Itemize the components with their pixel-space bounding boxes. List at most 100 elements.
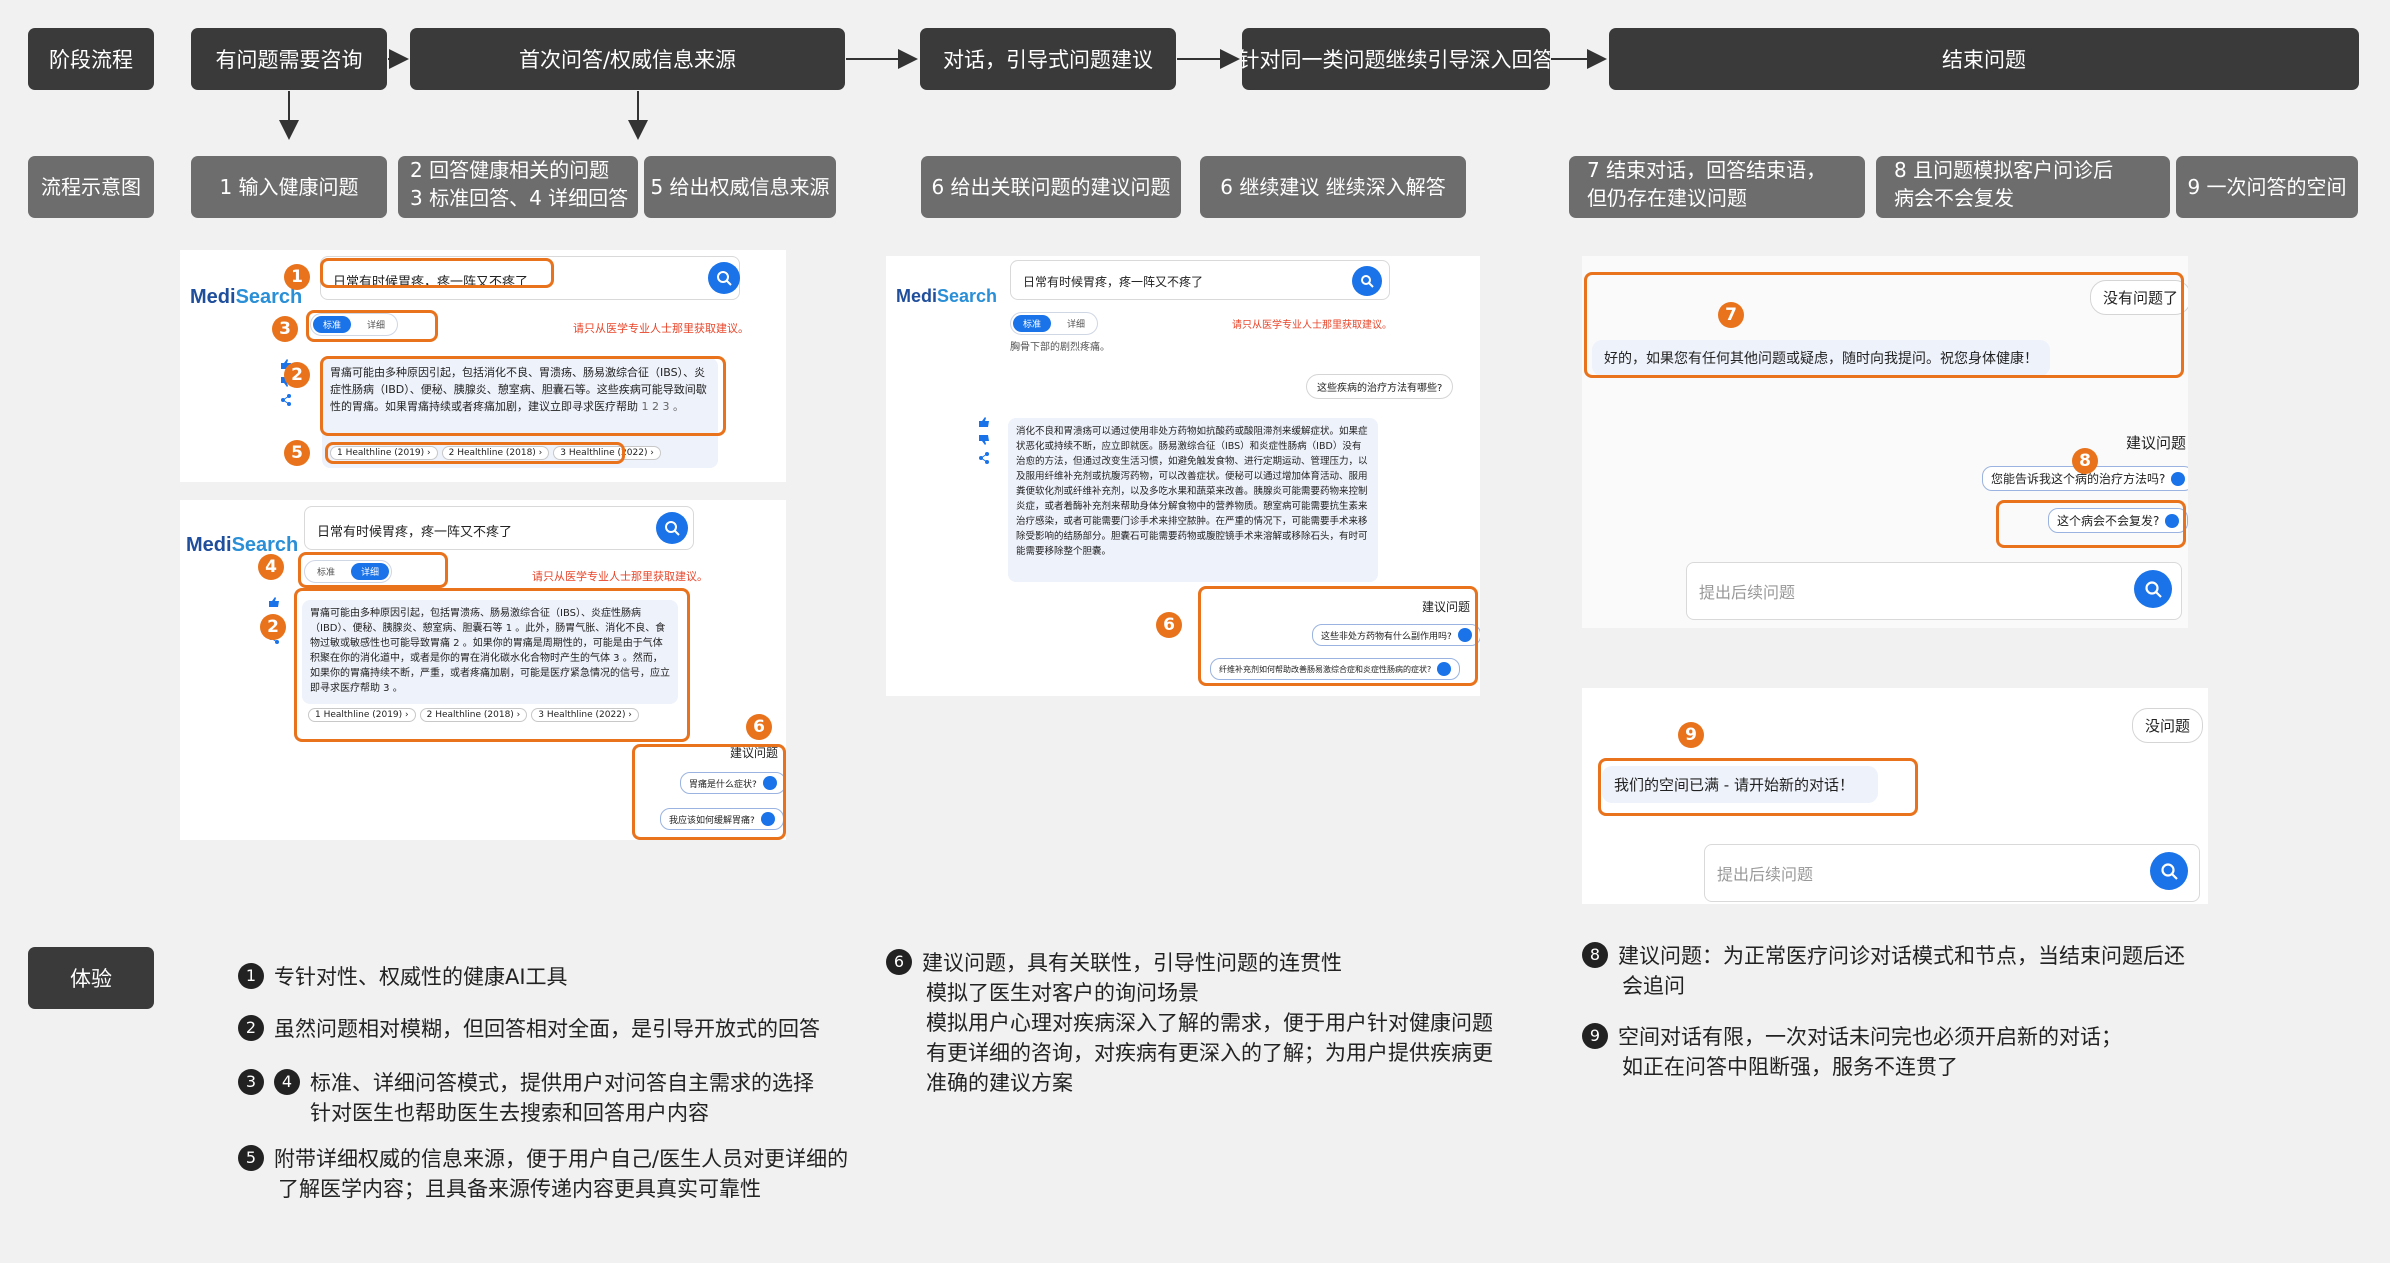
stage-deepen: 针对同一类问题继续引导深入回答 bbox=[1242, 28, 1550, 90]
share-icon[interactable] bbox=[280, 394, 292, 406]
search-icon bbox=[1437, 662, 1452, 676]
highlight-7 bbox=[1584, 272, 2184, 378]
stage-first-answer: 首次问答/权威信息来源 bbox=[410, 28, 845, 90]
toggle-standard[interactable]: 标准 bbox=[1013, 315, 1052, 332]
medical-warning: 请只从医学专业人士那里获取建议。 bbox=[532, 570, 708, 583]
answer-mode-toggle[interactable]: 标准 详细 bbox=[304, 560, 393, 583]
follow-up-input[interactable]: 提出后续问题 bbox=[1704, 844, 2200, 902]
source-list: 1 Healthline (2019) › 2 Healthline (2018… bbox=[330, 446, 661, 460]
flow-step-6: 7 结束对话，回答结束语， 但仍存在建议问题 bbox=[1569, 156, 1865, 218]
answer-body: 胃痛可能由多种原因引起，包括消化不良、胃溃疡、肠易激综合征（IBS）、炎症性肠病… bbox=[330, 366, 707, 413]
share-icon[interactable] bbox=[978, 452, 990, 464]
source-chip[interactable]: 3 Healthline (2022) › bbox=[553, 446, 661, 460]
medical-warning: 请只从医学专业人士那里获取建议。 bbox=[1232, 320, 1392, 331]
number-badge: 5 bbox=[238, 1145, 264, 1171]
number-badge: 3 bbox=[238, 1069, 264, 1095]
medisearch-logo: MediSearch bbox=[190, 286, 303, 308]
source-chip[interactable]: 3 Healthline (2022) › bbox=[531, 708, 639, 722]
marker-2: 2 bbox=[284, 362, 310, 388]
number-badge: 9 bbox=[1582, 1023, 1608, 1049]
suggestion-item[interactable]: 胃痛是什么症状? bbox=[680, 772, 786, 794]
search-button[interactable] bbox=[2150, 852, 2188, 890]
marker-2: 2 bbox=[260, 614, 286, 640]
highlight-4 bbox=[298, 552, 448, 588]
mockup-end-dialogue: 没有问题了 好的，如果您有任何其他问题或疑虑，随时向我提问。祝您身体健康！ 建议… bbox=[1582, 256, 2188, 628]
source-list: 1 Healthline (2019) › 2 Healthline (2018… bbox=[308, 708, 639, 722]
marker-4: 4 bbox=[258, 554, 284, 580]
number-badge: 6 bbox=[886, 949, 912, 975]
search-icon bbox=[2171, 471, 2186, 486]
toggle-detailed[interactable]: 详细 bbox=[351, 563, 390, 580]
source-chip[interactable]: 1 Healthline (2019) › bbox=[308, 708, 416, 722]
search-button[interactable] bbox=[656, 512, 688, 544]
flow-step-7: 8 且问题模拟客户问诊后 病会不会复发 bbox=[1876, 156, 2170, 218]
previous-answer-tail: 胸骨下部的剧烈疼痛。 bbox=[1010, 342, 1110, 353]
search-input[interactable]: 日常有时候胃疼，疼一阵又不疼了 bbox=[304, 506, 694, 550]
highlight-3 bbox=[306, 310, 438, 342]
suggestions-title: 建议问题 bbox=[730, 746, 779, 760]
search-button[interactable] bbox=[708, 262, 740, 294]
marker-8: 8 bbox=[2072, 448, 2098, 474]
suggestion-item[interactable]: 这个病会不会复发? bbox=[2048, 508, 2188, 533]
highlight-1 bbox=[320, 258, 554, 288]
search-input[interactable]: 日常有时候胃疼，疼一阵又不疼了 bbox=[1010, 260, 1390, 300]
search-icon bbox=[760, 812, 775, 826]
marker-9: 9 bbox=[1678, 722, 1704, 748]
suggestion-item[interactable]: 纤维补充剂如何帮助改善肠易激综合症和炎症性肠病的症状? bbox=[1210, 658, 1461, 680]
user-message-bubble: 没有问题了 bbox=[2090, 280, 2188, 315]
toggle-standard[interactable]: 标准 bbox=[313, 316, 352, 333]
bot-message-bubble: 好的，如果您有任何其他问题或疑虑，随时向我提问。祝您身体健康！ bbox=[1592, 340, 2050, 376]
stage-end: 结束问题 bbox=[1609, 28, 2359, 90]
number-badge: 4 bbox=[274, 1069, 300, 1095]
thumbs-up-icon[interactable] bbox=[978, 416, 990, 428]
highlight-6 bbox=[632, 744, 786, 840]
answer-text: 胃痛可能由多种原因引起，包括胃溃疡、肠易激综合征（IBS）、炎症性肠病（IBD）… bbox=[302, 600, 678, 704]
row-label-stages: 阶段流程 bbox=[28, 28, 154, 90]
user-question-bubble: 这些疾病的治疗方法有哪些? bbox=[1306, 374, 1454, 399]
number-badge: 8 bbox=[1582, 942, 1608, 968]
search-icon bbox=[717, 271, 732, 286]
marker-3: 3 bbox=[272, 316, 298, 342]
flow-step-8: 9 一次问答的空间 bbox=[2176, 156, 2358, 218]
follow-up-input[interactable]: 提出后续问题 bbox=[1686, 562, 2182, 620]
toggle-detailed[interactable]: 详细 bbox=[1067, 320, 1086, 330]
flow-step-5: 6 继续建议 继续深入解答 bbox=[1200, 156, 1466, 218]
feedback-icons bbox=[978, 416, 990, 464]
flow-step-3: 5 给出权威信息来源 bbox=[644, 156, 836, 218]
flow-step-7-line1: 8 且问题模拟客户问诊后 bbox=[1894, 158, 2114, 182]
toggle-detailed[interactable]: 详细 bbox=[367, 321, 386, 331]
answer-mode-toggle[interactable]: 标准 详细 bbox=[1010, 312, 1099, 335]
mockup-standard-answer: MediSearch 日常有时候胃疼，疼一阵又不疼了 标准 详细 请只从医学专业… bbox=[180, 250, 786, 482]
thumbs-up-icon[interactable] bbox=[268, 596, 280, 608]
answer-text: 消化不良和胃溃疡可以通过使用非处方药物如抗酸药或酸阻滞剂来缓解症状。如果症状恶化… bbox=[1008, 418, 1378, 582]
search-icon bbox=[2145, 581, 2162, 598]
answer-mode-toggle[interactable]: 标准 详细 bbox=[310, 313, 399, 336]
mockup-detailed-answer: MediSearch 日常有时候胃疼，疼一阵又不疼了 标准 详细 请只从医学专业… bbox=[180, 500, 786, 840]
suggestion-item[interactable]: 这些非处方药物有什么副作用吗? bbox=[1312, 624, 1480, 646]
thumbs-down-icon[interactable] bbox=[978, 434, 990, 446]
answer-refs: 1 2 3 。 bbox=[641, 400, 685, 413]
source-chip[interactable]: 1 Healthline (2019) › bbox=[330, 446, 438, 460]
highlight-2b bbox=[294, 588, 690, 742]
stage-connectors bbox=[279, 49, 1607, 140]
user-message-bubble: 没问题 bbox=[2132, 708, 2204, 743]
search-button[interactable] bbox=[2134, 570, 2172, 608]
search-button[interactable] bbox=[1352, 266, 1382, 296]
source-chip[interactable]: 2 Healthline (2018) › bbox=[441, 446, 550, 460]
medical-warning: 请只从医学专业人士那里获取建议。 bbox=[573, 322, 749, 335]
stage-consult: 有问题需要咨询 bbox=[191, 28, 387, 90]
source-chip[interactable]: 2 Healthline (2018) › bbox=[419, 708, 528, 722]
toggle-standard[interactable]: 标准 bbox=[317, 568, 336, 578]
bot-message-bubble: 我们的空间已满 - 请开始新的对话！ bbox=[1602, 766, 1878, 803]
suggestion-item[interactable]: 我应该如何缓解胃痛? bbox=[660, 808, 784, 830]
marker-7: 7 bbox=[1718, 302, 1744, 328]
medisearch-logo: MediSearch bbox=[896, 286, 998, 306]
number-badge: 1 bbox=[238, 963, 264, 989]
highlight-9 bbox=[1598, 758, 1918, 816]
flow-step-2-line1: 2 回答健康相关的问题 bbox=[410, 158, 610, 182]
